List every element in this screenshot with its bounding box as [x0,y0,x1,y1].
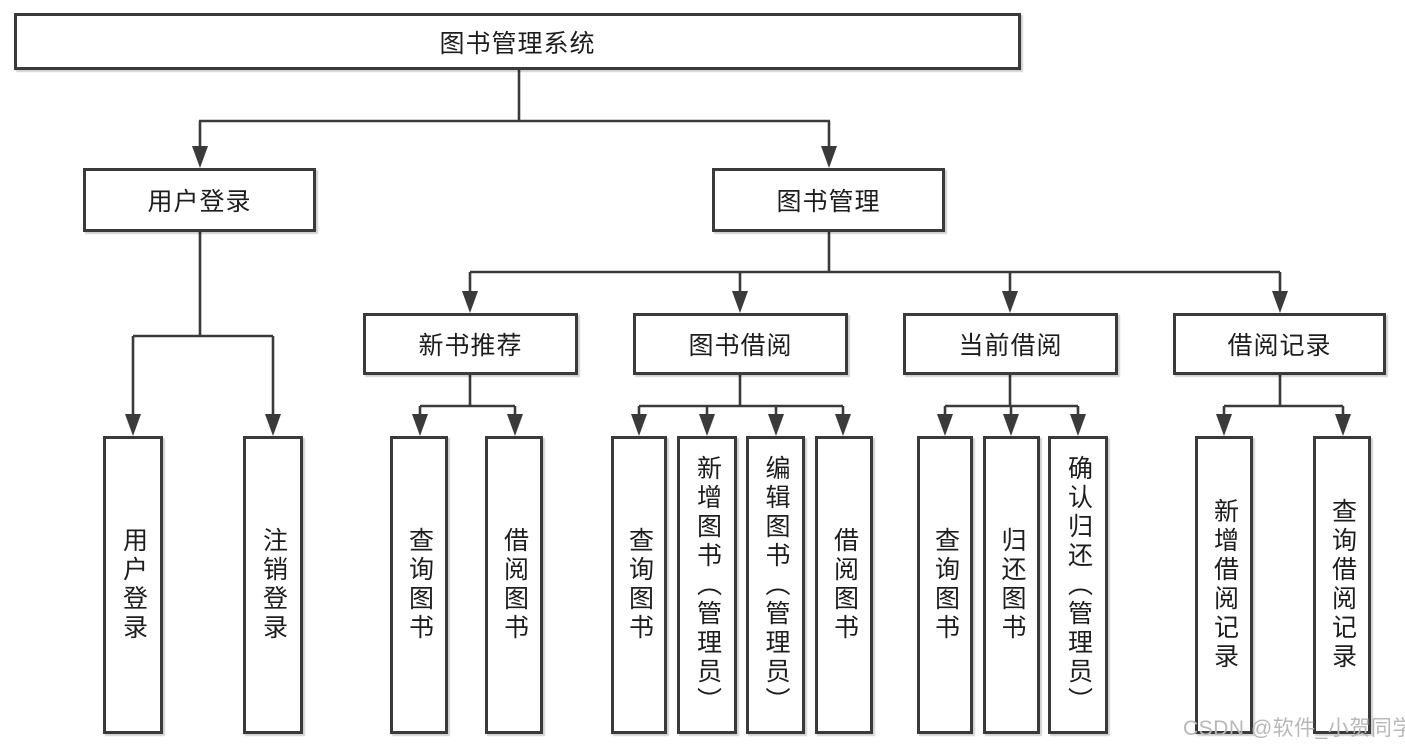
leaf-borrow-books-recommend: 借阅图书 [485,436,543,734]
leaf-logout-label: 注销登录 [259,527,288,643]
arrowhead [125,414,141,436]
arrowhead [1335,414,1351,436]
leaf-borrow-books-label: 借阅图书 [830,527,859,643]
node-book-borrowing-label: 图书借阅 [688,332,793,360]
node-root-label: 图书管理系统 [439,29,596,58]
arrowhead [631,414,647,436]
node-user-login: 用户登录 [83,168,316,232]
node-new-book-recommendation: 新书推荐 [363,313,578,375]
connector-root-to-level2 [192,70,837,168]
csdn-watermark: CSDN @软件_小贺同学 [1183,717,1405,740]
arrowhead [1216,414,1232,436]
leaf-query-books-current-label: 查询图书 [931,527,960,643]
connector-new-book-children [412,375,523,436]
leaf-borrow-books-recommend-label: 借阅图书 [500,527,529,643]
arrowhead [1003,414,1019,436]
arrowhead [507,414,523,436]
node-book-borrowing: 图书借阅 [633,313,848,375]
leaf-return-books-label: 归还图书 [998,527,1026,643]
node-new-book-recommendation-label: 新书推荐 [418,332,523,360]
node-user-login-label: 用户登录 [147,188,252,216]
leaf-add-book-admin: 新增图书（管理员） [677,436,737,734]
connector-borrow-record-children [1216,375,1351,436]
node-borrowing-records: 借阅记录 [1173,313,1386,375]
leaf-query-books-recommend: 查询图书 [390,436,448,734]
node-current-borrowing-label: 当前借阅 [958,332,1063,360]
leaf-confirm-return-admin-label: 确认归还（管理员） [1064,454,1093,716]
leaf-return-books: 归还图书 [983,436,1040,734]
arrowhead [699,414,715,436]
leaf-query-borrow-record-label: 查询借阅记录 [1328,498,1357,672]
node-root: 图书管理系统 [14,13,1021,70]
node-book-management-label: 图书管理 [776,188,881,216]
leaf-add-borrow-record: 新增借阅记录 [1195,436,1253,734]
leaf-query-borrow-record: 查询借阅记录 [1313,436,1371,734]
arrowhead [835,414,851,436]
arrowhead [937,414,953,436]
leaf-add-book-admin-label: 新增图书（管理员） [693,454,722,716]
leaf-query-books-borrow-label: 查询图书 [625,527,654,643]
leaf-user-login-label: 用户登录 [119,527,148,643]
leaf-add-borrow-record-label: 新增借阅记录 [1210,498,1239,672]
arrowhead [192,146,208,168]
leaf-borrow-books: 借阅图书 [815,436,873,734]
connector-current-borrow-children [937,375,1086,436]
node-current-borrowing: 当前借阅 [903,313,1118,375]
arrowhead [412,414,428,436]
arrowhead [768,414,784,436]
leaf-query-books-recommend-label: 查询图书 [405,527,434,643]
leaf-edit-book-admin: 编辑图书（管理员） [746,436,805,734]
arrowhead [265,414,281,436]
leaf-edit-book-admin-label: 编辑图书（管理员） [762,454,790,716]
arrowhead [1070,414,1086,436]
leaf-logout: 注销登录 [243,436,303,734]
arrowhead [821,146,837,168]
arrowhead [1002,291,1018,313]
connector-user-login-children [125,232,281,436]
arrowhead [1272,291,1288,313]
connector-book-management-children [462,232,1288,313]
arrowhead [732,291,748,313]
node-book-management: 图书管理 [712,168,945,232]
connector-book-borrow-children [631,375,851,436]
node-borrowing-records-label: 借阅记录 [1227,332,1332,360]
leaf-user-login: 用户登录 [103,436,163,734]
arrowhead [462,291,478,313]
leaf-query-books-current: 查询图书 [917,436,973,734]
leaf-confirm-return-admin: 确认归还（管理员） [1048,436,1108,734]
leaf-query-books-borrow: 查询图书 [611,436,667,734]
